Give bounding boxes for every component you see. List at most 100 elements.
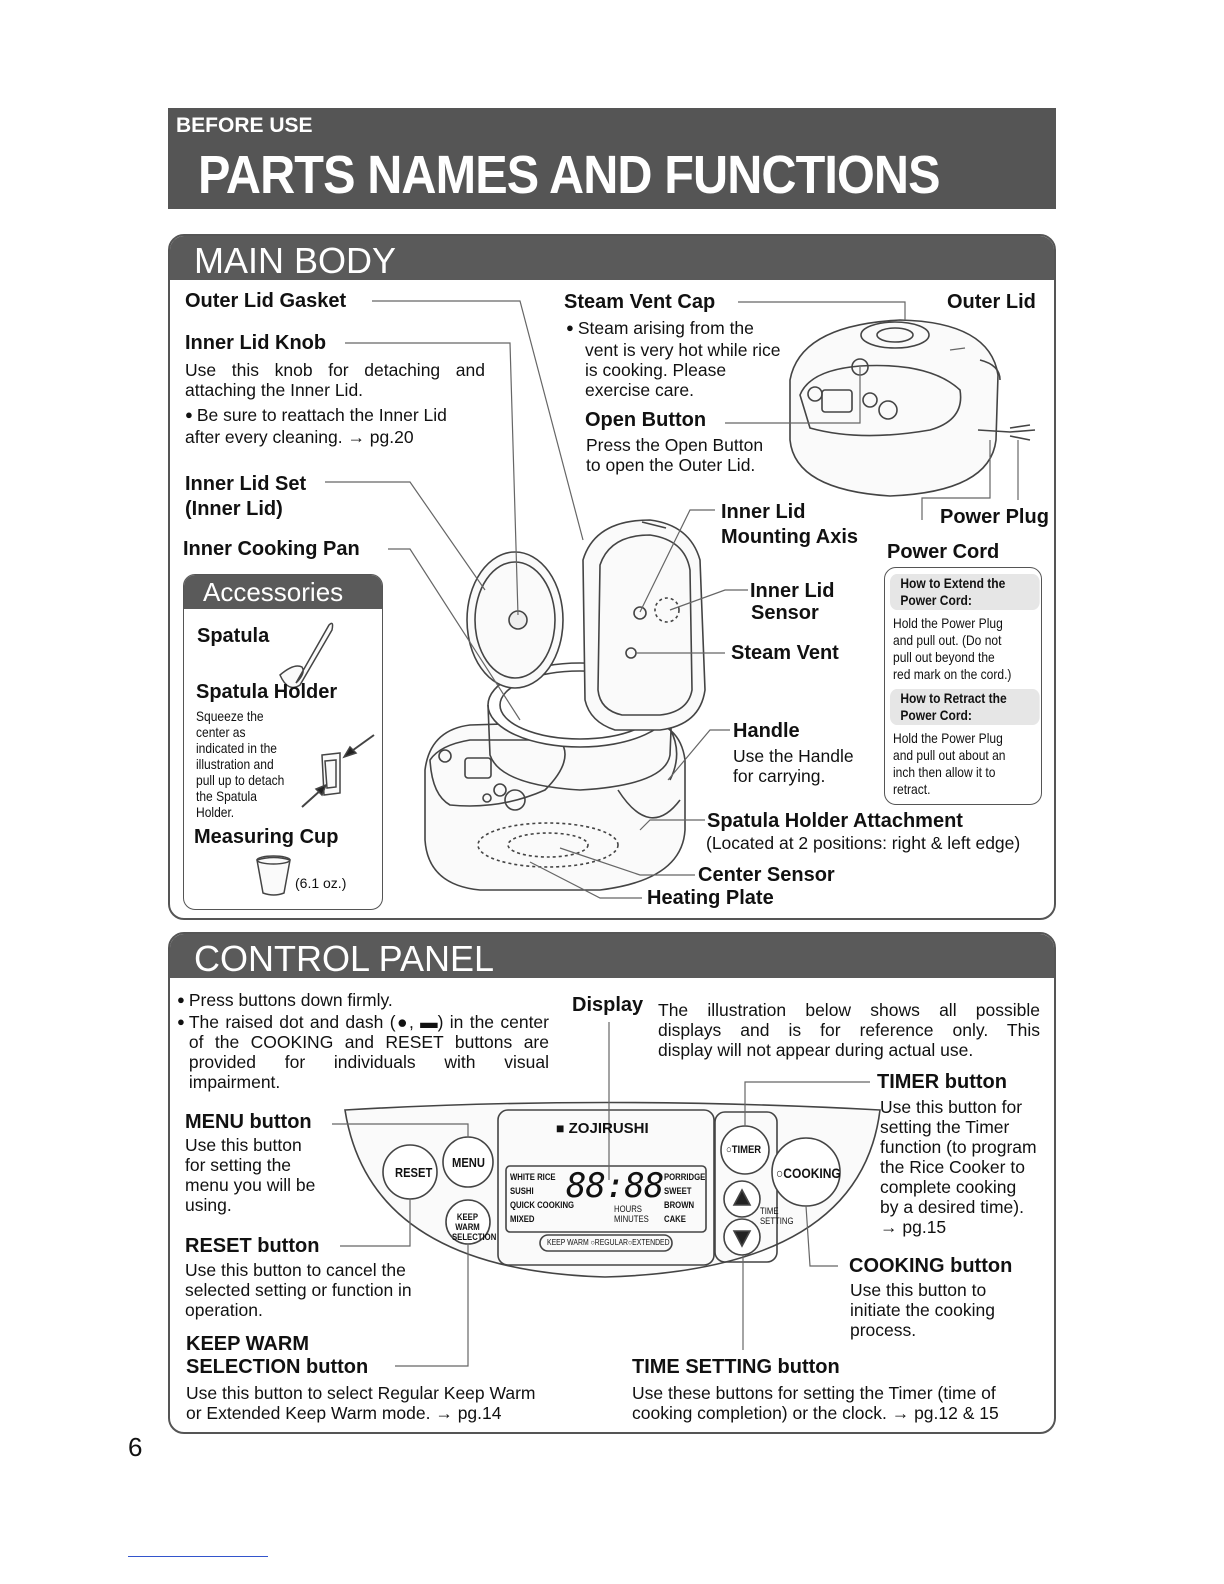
spatula-label: Spatula [197, 625, 270, 647]
spatula-holder-attachment-desc: (Located at 2 positions: right & left ed… [706, 833, 1021, 853]
control-panel-bullet-2-text: The raised dot and dash (●, ▬) in the ce… [188, 1012, 549, 1092]
timer-desc-line2: setting the Timer [880, 1117, 1010, 1137]
handle-desc-line2: for carrying. [733, 766, 826, 786]
timer-desc-line3: function (to program [880, 1137, 1037, 1157]
power-cord-label: Power Cord [887, 541, 1000, 563]
handle-label: Handle [733, 720, 800, 742]
timer-desc-line6: by a desired time). [880, 1197, 1024, 1217]
spatula-holder-desc-line3: indicated in the [196, 740, 278, 756]
spatula-holder-label: Spatula Holder [196, 681, 338, 703]
steam-vent-label: Steam Vent [731, 642, 839, 664]
control-panel-title: CONTROL PANEL [194, 938, 495, 979]
main-body-title: MAIN BODY [194, 240, 397, 281]
inner-lid-knob-bullet-text: Be sure to reattach the Inner Lid after … [185, 405, 447, 447]
display-desc-line2: displays and is for reference only. This [658, 1020, 1040, 1040]
display-desc-line1: The illustration below shows all possibl… [658, 1000, 1040, 1020]
accessories-title-bar: Accessories [184, 575, 382, 609]
spatula-holder-desc: Squeeze the center as indicated in the i… [196, 708, 316, 820]
handle-desc: Use the Handle for carrying. [733, 746, 854, 786]
steam-vent-cap-line3: is cooking. Please [585, 360, 727, 380]
panel-menu-button[interactable]: MENU [452, 1155, 485, 1170]
panel-time-setting-label: TIME SETTING [760, 1206, 794, 1226]
inner-cooking-pan-label: Inner Cooking Pan [183, 538, 360, 560]
timer-desc-line7: → pg.15 [880, 1217, 947, 1237]
control-panel-bullet-2: ● The raised dot and dash (●, ▬) in the … [177, 1012, 549, 1092]
page-header: BEFORE USE PARTS NAMES AND FUNCTIONS [168, 108, 1056, 209]
timer-button-label: TIMER button [877, 1071, 1007, 1093]
panel-cooking-button[interactable]: ○COOKING [776, 1165, 841, 1181]
reset-desc-line2: selected setting or function in [185, 1280, 412, 1300]
cooking-desc-line3: process. [850, 1320, 917, 1340]
panel-time-line1: TIME [760, 1206, 779, 1216]
display-desc: The illustration below shows all possibl… [658, 1000, 1040, 1060]
spatula-holder-desc-line2: center as [196, 724, 246, 740]
spatula-holder-desc-line4: illustration and [196, 756, 274, 772]
retract-cord-title-line2: Power Cord: [900, 707, 972, 723]
inner-lid-set-line2: (Inner Lid) [185, 498, 283, 520]
control-panel-bullet-1-text: Press buttons down firmly. [188, 990, 393, 1010]
inner-lid-set-label: Inner Lid Set (Inner Lid) [185, 472, 306, 522]
lcd-hours: HOURS [614, 1204, 642, 1214]
menu-desc-line3: menu you will be [185, 1175, 316, 1195]
keep-warm-desc-line2: or Extended Keep Warm mode. → pg.14 [186, 1403, 502, 1423]
lcd-left-menu: WHITE RICE SUSHI QUICK COOKING MIXED [510, 1170, 574, 1226]
main-body-title-bar: MAIN BODY [170, 236, 1054, 281]
panel-keep-warm-line2: SELECTION [452, 1232, 497, 1242]
open-button-label: Open Button [585, 409, 707, 431]
center-sensor-label: Center Sensor [698, 864, 835, 886]
steam-vent-cap-line2: vent is very hot while rice [585, 340, 781, 360]
panel-keep-warm-line1: KEEP WARM [455, 1212, 480, 1232]
lcd-keep-warm-row: KEEP WARM ○REGULAR○EXTENDED [547, 1238, 670, 1247]
timer-desc-line1: Use this button for [880, 1097, 1023, 1117]
control-panel-bullet-1: Press buttons down firmly. [177, 990, 549, 1012]
brand-logo: ■ ZOJIRUSHI [556, 1120, 649, 1137]
control-panel-bullets: Press buttons down firmly. ● The raised … [177, 990, 549, 1092]
inner-lid-sensor-line2: Sensor [751, 602, 819, 624]
handle-desc-line1: Use the Handle [733, 746, 854, 766]
retract-cord-desc-line1: Hold the Power Plug [893, 730, 1003, 746]
spatula-holder-desc-line7: Holder. [196, 804, 235, 820]
lcd-right-menu: PORRIDGE SWEET BROWN CAKE [664, 1170, 705, 1226]
lcd-right-1: PORRIDGE [664, 1172, 706, 1182]
inner-lid-mounting-axis-label: Inner Lid Mounting Axis [721, 500, 858, 550]
cup-size-label: (6.1 oz.) [295, 875, 347, 891]
cooking-desc-line1: Use this button to [850, 1280, 987, 1300]
panel-keep-warm-button[interactable]: KEEP WARM SELECTION [452, 1212, 497, 1242]
timer-button-desc: Use this button for setting the Timer fu… [880, 1097, 1037, 1237]
main-body-section: MAIN BODY [168, 234, 1056, 920]
page-number: 6 [128, 1432, 143, 1462]
open-button-desc: Press the Open Button to open the Outer … [586, 435, 763, 475]
lcd-left-1: WHITE RICE [510, 1172, 556, 1182]
extend-cord-desc-line3: pull out beyond the [893, 649, 995, 665]
panel-timer-button[interactable]: ○TIMER [726, 1144, 762, 1156]
lcd-minutes: MINUTES [614, 1214, 649, 1224]
retract-cord-desc-line2: and pull out about an [893, 747, 1006, 763]
accessories-illustration [256, 622, 375, 896]
steam-vent-cap-line1: Steam arising from the [566, 318, 781, 340]
footer-rule [128, 1556, 268, 1557]
lcd-right-3: BROWN [664, 1200, 695, 1210]
panel-reset-button[interactable]: RESET [395, 1165, 433, 1180]
steam-vent-cap-desc: Steam arising from the vent is very hot … [566, 318, 781, 400]
reset-desc-line3: operation. [185, 1300, 263, 1320]
cooking-desc-line2: initiate the cooking [850, 1300, 995, 1320]
page-title: PARTS NAMES AND FUNCTIONS [198, 145, 940, 205]
menu-desc-line4: using. [185, 1195, 232, 1215]
bullet-dot: ● [177, 1014, 185, 1029]
inner-lid-set-line1: Inner Lid Set [185, 473, 307, 495]
cooking-button-desc: Use this button to initiate the cooking … [850, 1280, 995, 1340]
accessories-title: Accessories [203, 577, 344, 607]
retract-cord-desc-line3: inch then allow it to [893, 764, 996, 780]
reset-desc-line1: Use this button to cancel the [185, 1260, 406, 1280]
retract-cord-title-line1: How to Retract the [900, 690, 1007, 706]
time-setting-button-label: TIME SETTING button [632, 1356, 840, 1378]
lcd-digits: 88:88 [566, 1166, 664, 1206]
keep-warm-label-line2: SELECTION button [186, 1356, 369, 1378]
time-setting-desc-line2: cooking completion) or the clock. → pg.1… [632, 1403, 999, 1423]
inner-lid-mounting-axis-line2: Mounting Axis [721, 526, 859, 548]
power-cord-info-box: How to Extend the Power Cord: Hold the P… [884, 567, 1042, 805]
outer-lid-label: Outer Lid [947, 291, 1036, 313]
timer-desc-line5: complete cooking [880, 1177, 1017, 1197]
elephant-logo-icon: ■ [556, 1120, 565, 1136]
